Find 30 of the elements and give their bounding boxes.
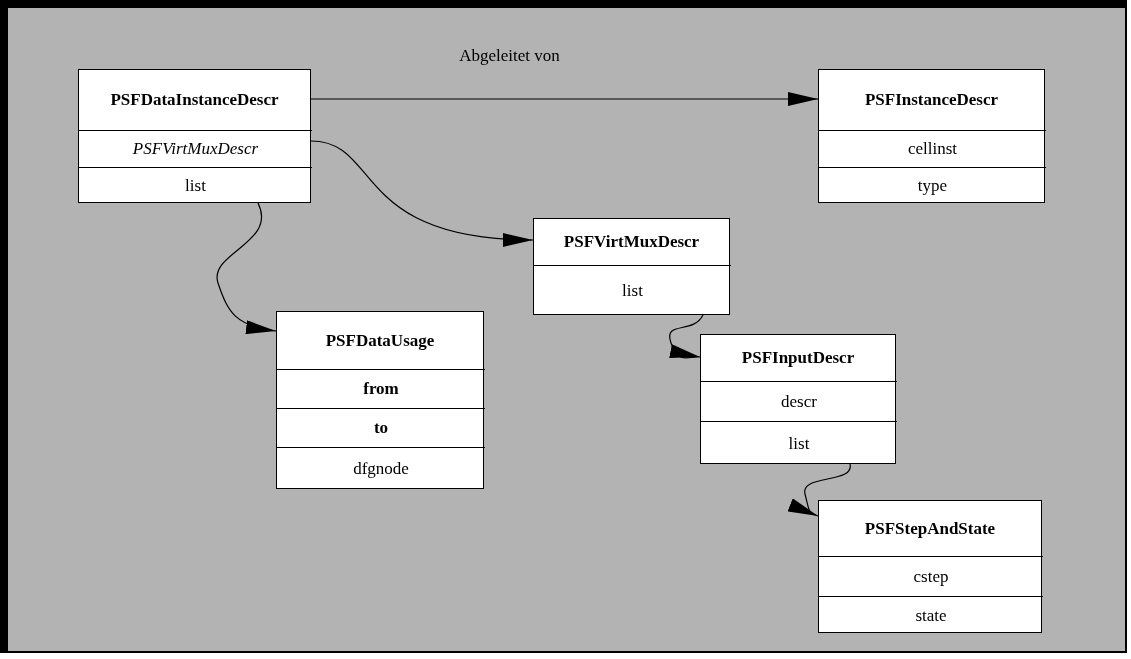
attribute-label: state [915, 604, 947, 627]
attribute-label: cstep [913, 565, 949, 588]
class-box [78, 69, 311, 203]
attribute-label: from [363, 378, 399, 401]
class-name: PSFStepAndState [864, 517, 996, 540]
attribute-label: type [917, 175, 948, 198]
arrow [310, 92, 819, 106]
attribute-label: list [622, 280, 643, 303]
arrow [310, 140, 534, 246]
class-box [818, 500, 1042, 633]
attribute-label: list [788, 432, 810, 455]
class-box [533, 218, 730, 315]
arrow [216, 202, 277, 334]
attribute-label: to [373, 417, 389, 440]
class-name: PSFVirtMuxDescr [563, 231, 700, 254]
attribute-label: dfgnode [353, 458, 409, 481]
attribute-label: list [185, 175, 206, 198]
class-name: PSFInputDescr [741, 347, 855, 370]
attribute-label: PSFVirtMuxDescr [132, 138, 259, 161]
class-name: PSFDataUsage [325, 329, 435, 352]
arrow [787, 463, 851, 517]
edge-label: Abgeleitet von [459, 45, 560, 67]
class-box [276, 311, 484, 489]
class-name: PSFInstanceDescr [864, 89, 999, 112]
attribute-label: cellinst [907, 138, 958, 161]
class-box [700, 334, 896, 464]
arrow [669, 314, 704, 361]
attribute-label: descr [781, 390, 817, 413]
class-name: PSFDataInstanceDescr [110, 89, 279, 112]
class-box [818, 69, 1045, 203]
